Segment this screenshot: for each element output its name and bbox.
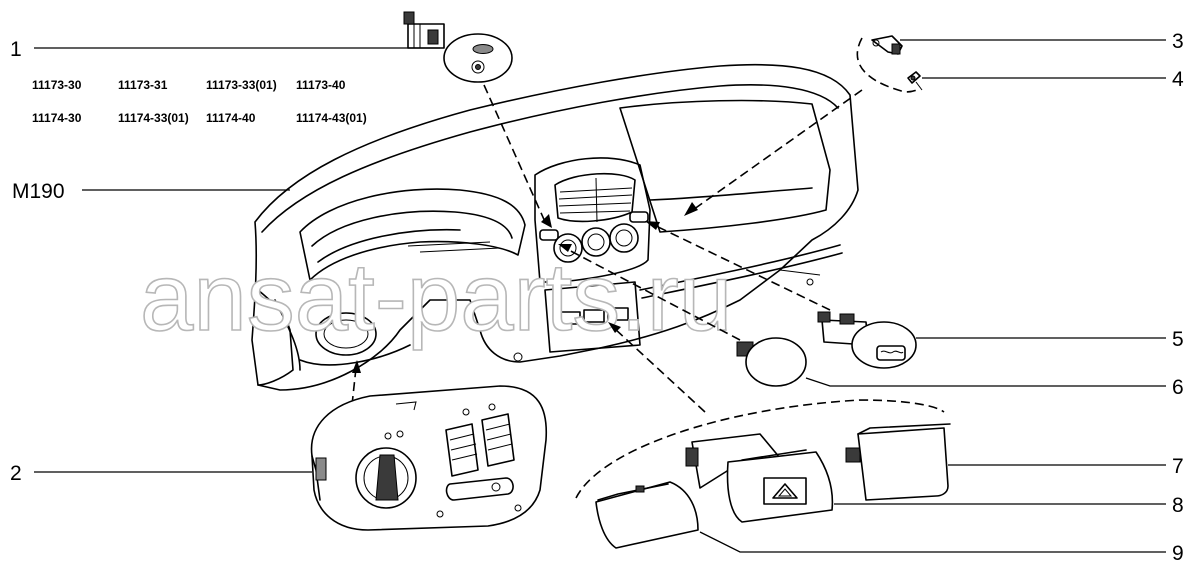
part-5-heater-switch xyxy=(817,311,917,369)
model-code: 11174-30 xyxy=(32,111,82,125)
part-6-blank-plug xyxy=(736,337,807,387)
callout-6: 6 xyxy=(1172,376,1184,399)
model-codes: 11173-30 11173-31 11173-33(01) 11173-40 … xyxy=(32,78,367,125)
leader-lines xyxy=(34,39,1166,553)
model-code: 11174-40 xyxy=(206,111,256,125)
callout-9: 9 xyxy=(1172,542,1184,565)
part-2-light-switch-block xyxy=(310,385,548,531)
callout-2: 2 xyxy=(10,462,22,485)
callout-5: 5 xyxy=(1172,328,1184,351)
model-code: 11173-33(01) xyxy=(206,78,277,92)
model-code: 11173-30 xyxy=(32,78,82,92)
model-code: 11174-33(01) xyxy=(118,111,189,125)
part-1-round-switch xyxy=(403,11,513,83)
model-code: 11173-40 xyxy=(296,78,346,92)
callout-7: 7 xyxy=(1172,455,1184,478)
part-9-switch-cover xyxy=(595,481,699,549)
callout-labels: 1 M190 2 3 4 5 6 7 8 9 xyxy=(10,30,1184,565)
callout-8: 8 xyxy=(1172,494,1184,517)
callout-4: 4 xyxy=(1172,68,1184,91)
assembly-paths xyxy=(351,37,945,499)
model-code: 11173-31 xyxy=(118,78,168,92)
callout-3: 3 xyxy=(1172,30,1184,53)
instrument-panel xyxy=(251,63,859,391)
part-8-hazard-switch xyxy=(685,433,834,523)
callout-1: 1 xyxy=(10,38,22,61)
callout-m190: M190 xyxy=(12,180,65,203)
part-3-bracket xyxy=(871,35,903,55)
watermark: ansat-parts.ru xyxy=(140,244,732,351)
part-4-screw xyxy=(907,71,923,91)
part-7-blank-switch xyxy=(845,423,951,501)
model-code: 11174-43(01) xyxy=(296,111,367,125)
